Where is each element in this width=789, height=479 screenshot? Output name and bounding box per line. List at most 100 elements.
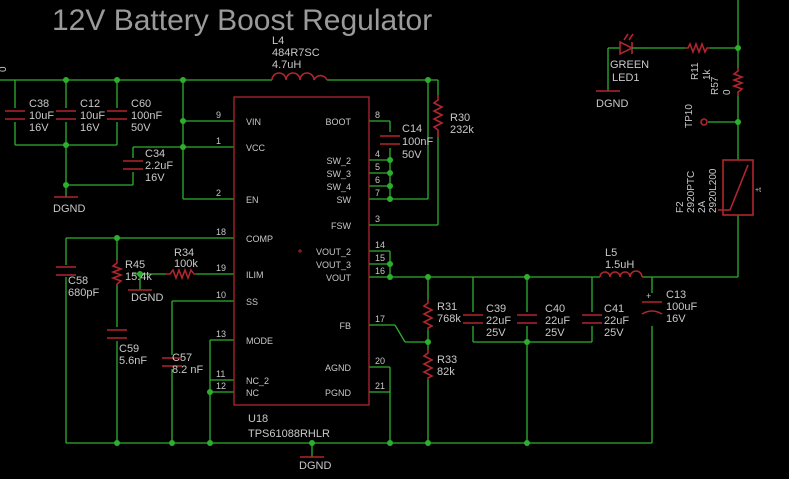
c38-value: 10uF (29, 110, 54, 122)
ic-pin-sw_4: 6SW_4 (326, 175, 380, 192)
c39-ref: C39 (486, 303, 506, 315)
c39-value: 22uF (486, 315, 511, 327)
c12-voltage: 16V (80, 122, 100, 134)
resistor-r45[interactable]: R45 15.4k (110, 259, 152, 285)
capacitor-c57[interactable]: C57 8.2 nF (162, 352, 203, 376)
r34-value: 100k (174, 258, 198, 270)
led-green[interactable]: GREEN LED1 (610, 33, 649, 84)
c40-voltage: 25V (545, 327, 565, 339)
ic-pin-name: BOOT (325, 117, 351, 127)
resistor-r57[interactable]: R57 0 (710, 68, 745, 96)
ic-pin-number: 13 (216, 329, 226, 339)
ic-pin-number: 1 (216, 136, 221, 146)
capacitor-c34[interactable]: C34 2.2uF 16V (123, 148, 173, 184)
junction-dots (63, 45, 741, 446)
c34-value: 2.2uF (145, 160, 173, 172)
svg-text:+: + (646, 291, 651, 301)
ic-pin-sw: 7SW (337, 188, 381, 205)
inductor-l5[interactable]: L5 1.5uH (599, 247, 643, 278)
ic-pin-name: VIN (246, 117, 261, 127)
capacitor-c39[interactable]: C39 22uF 25V (463, 303, 511, 339)
capacitor-c14[interactable]: C14 100nF 50V (380, 123, 433, 161)
c41-value: 22uF (604, 315, 629, 327)
ic-pin-name: PGND (325, 388, 352, 398)
capacitor-c40[interactable]: C40 22uF 25V (517, 303, 570, 339)
resistor-r30[interactable]: R30 232k (432, 95, 474, 137)
fuse-f2[interactable]: +t F2 2920PTC 2A 2920L200 (675, 159, 761, 216)
ic-pin-name: COMP (246, 234, 273, 244)
ic-pin-name: VOUT_2 (316, 247, 351, 257)
ic-pin-number: 11 (216, 369, 225, 379)
ic-pin-number: 12 (216, 381, 226, 391)
capacitor-c41[interactable]: C41 22uF 25V (582, 303, 629, 339)
c57-ref: C57 (172, 352, 192, 364)
resistor-r31[interactable]: R31 768k (422, 300, 461, 330)
ic-pin-number: 20 (375, 356, 385, 366)
svg-text:DGND: DGND (131, 292, 163, 304)
c12-ref: C12 (80, 98, 100, 110)
testpoint-tp10[interactable]: TP10 (684, 104, 708, 128)
c60-voltage: 50V (131, 122, 151, 134)
ic-pin-number: 4 (375, 149, 380, 159)
ground-dgnd-1: DGND (53, 196, 85, 215)
c34-voltage: 16V (145, 172, 165, 184)
c58-value: 680pF (68, 287, 99, 299)
c60-ref: C60 (131, 98, 151, 110)
r31-value: 768k (437, 313, 461, 325)
capacitor-c38[interactable]: C38 10uF 16V (5, 98, 54, 134)
r34-ref: R34 (174, 247, 194, 259)
c12-value: 10uF (80, 110, 105, 122)
resistor-r34[interactable]: R34 100k (166, 247, 198, 281)
c57-value: 8.2 nF (172, 364, 203, 376)
c14-value: 100nF (402, 136, 433, 148)
ic-part: TPS61088RHLR (248, 428, 330, 440)
r33-ref: R33 (437, 354, 457, 366)
ic-pin-en: 2EN (216, 188, 259, 205)
c13-voltage: 16V (666, 313, 686, 325)
c14-voltage: 50V (402, 149, 422, 161)
capacitor-c58[interactable]: C58 680pF (56, 266, 99, 299)
r57-value: 0 (722, 89, 733, 95)
r11-ref: R11 (690, 62, 701, 80)
fuse-ref: F2 (675, 201, 686, 213)
capacitor-c59[interactable]: C59 5.6nF (107, 329, 147, 367)
ic-pin-name: SW_4 (326, 182, 351, 192)
ground-dgnd-2: DGND (128, 289, 163, 304)
c40-ref: C40 (545, 303, 565, 315)
resistor-r33[interactable]: R33 82k (422, 350, 457, 380)
ic-pin-number: 7 (375, 188, 380, 198)
ic-pin-sw_2: 4SW_2 (326, 149, 380, 166)
l5-value: 1.5uH (605, 259, 634, 271)
c41-voltage: 25V (604, 327, 624, 339)
ic-u18[interactable]: U18 TPS61088RHLR 9VIN1VCC2EN18COMP19ILIM… (216, 96, 385, 440)
r57-ref: R57 (710, 76, 721, 95)
capacitor-c12[interactable]: C12 10uF 16V (56, 98, 105, 134)
resistor-r11[interactable]: R11 1k (685, 41, 713, 80)
ic-ref: U18 (248, 413, 268, 425)
r11-value: 1k (702, 68, 713, 80)
ground-dgnd-3: DGND (299, 456, 331, 472)
capacitor-c60[interactable]: C60 100nF 50V (107, 98, 162, 134)
ic-pin-name: FSW (331, 221, 352, 231)
ic-pin-number: 9 (216, 110, 221, 120)
inductor-l4[interactable]: L4 484R7SC 4.7uH (271, 35, 328, 81)
ic-pin-number: 16 (375, 266, 385, 276)
ic-pin-name: SW_3 (326, 169, 351, 179)
c59-value: 5.6nF (119, 355, 147, 367)
capacitor-c13-polarized[interactable]: + C13 100uF 16V (641, 289, 697, 325)
ic-pin-number: 10 (216, 290, 226, 300)
ic-pin-name: SS (246, 297, 258, 307)
c38-ref: C38 (29, 98, 49, 110)
ic-pin-number: 6 (375, 175, 380, 185)
fuse-package: 2920L200 (708, 168, 719, 213)
svg-text:DGND: DGND (596, 98, 628, 110)
ic-pin-number: 21 (375, 381, 385, 391)
